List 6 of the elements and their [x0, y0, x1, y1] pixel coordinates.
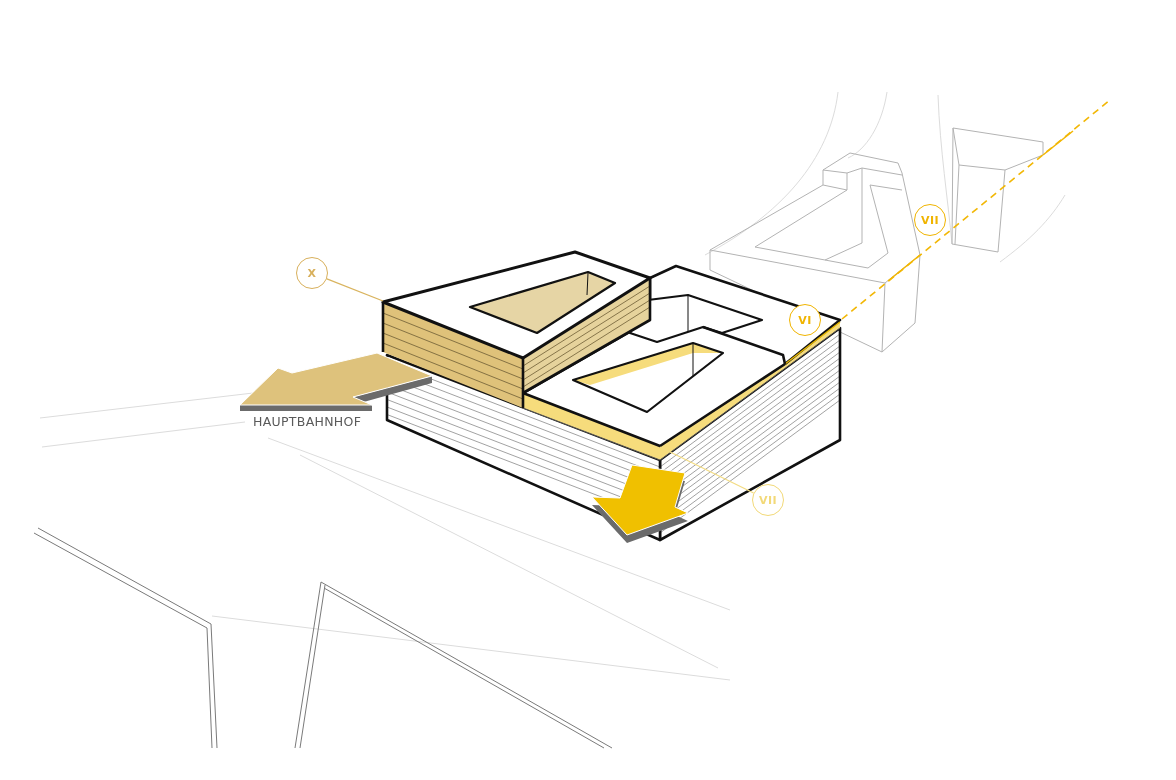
- tall-building-block: [381, 250, 652, 410]
- leader-line: [326, 278, 384, 302]
- leader-line: [659, 446, 755, 494]
- place-label: HAUPTBAHNHOF: [253, 415, 362, 428]
- callout-number: X: [296, 257, 328, 289]
- callout-number: VII: [914, 204, 946, 236]
